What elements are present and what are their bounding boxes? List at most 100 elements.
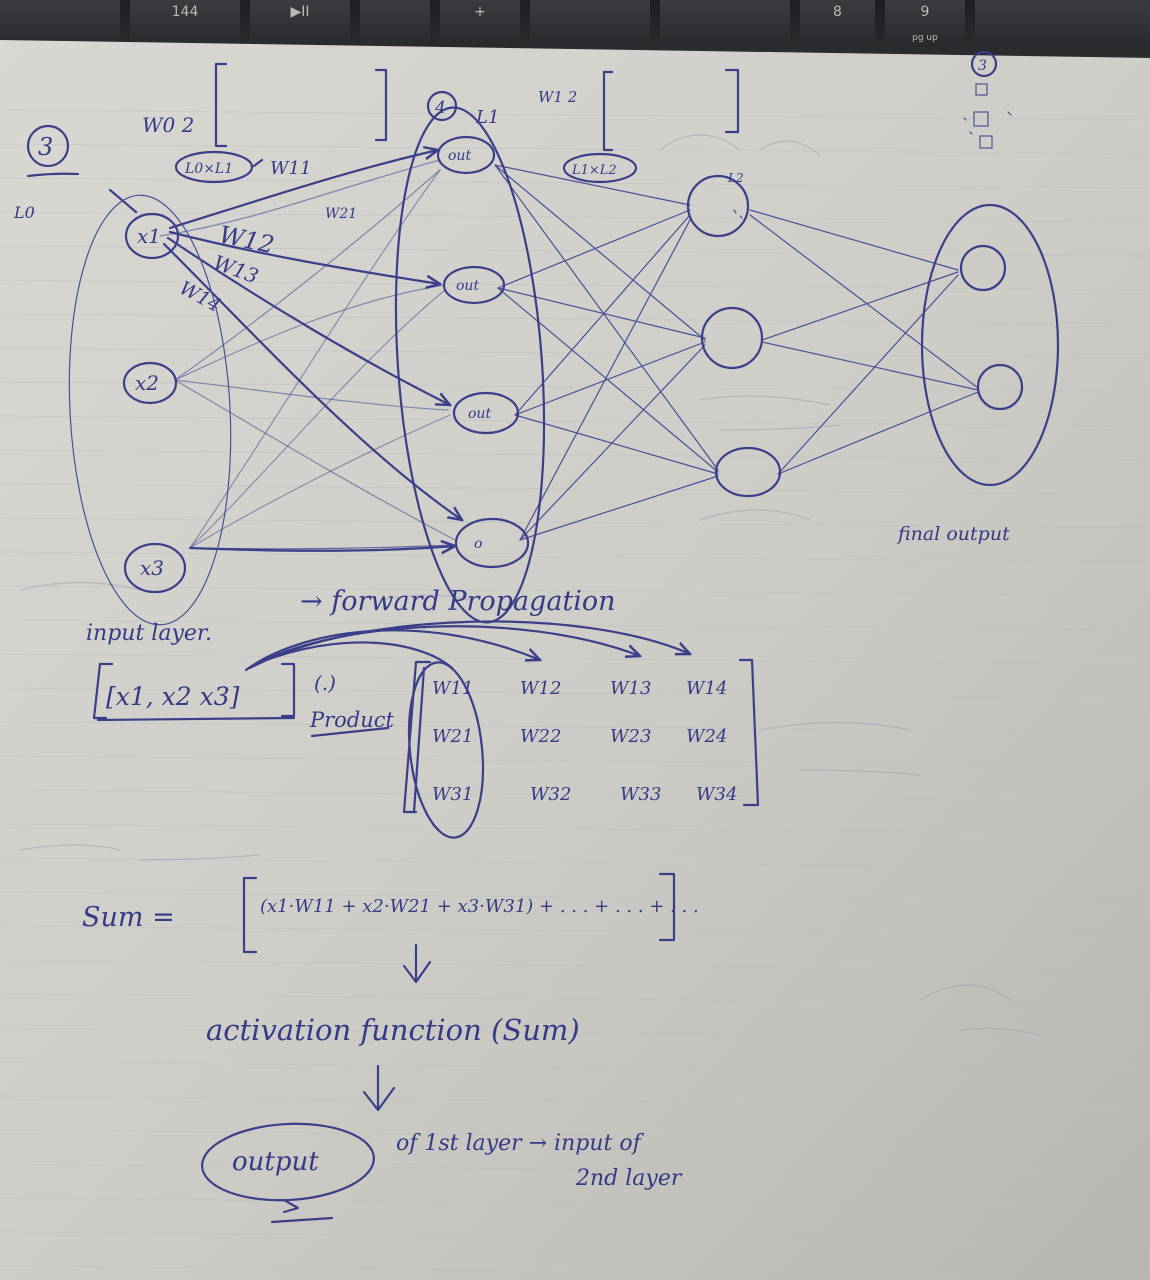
w12-right-bracket — [724, 68, 740, 134]
hidden-neuron — [454, 517, 530, 569]
w0-matrix-label: W0 2 — [142, 113, 194, 137]
hidden-layer-2 — [686, 174, 782, 498]
weight-cell: W14 — [686, 678, 727, 699]
weight-cell: W34 — [696, 784, 737, 805]
corner-number: 3 — [38, 133, 53, 161]
first-column-ellipse — [407, 661, 485, 839]
keyboard-key: ▶II — [250, 0, 350, 44]
l1-label: L1 — [475, 107, 499, 128]
input-layer: x1 x2 x3 input layer. — [68, 194, 232, 646]
hidden-neuron-label: out — [448, 148, 471, 164]
output-text-line1: of 1st layer → input of — [396, 1131, 645, 1156]
weight-cell: W33 — [620, 784, 661, 805]
top-right-circle — [970, 50, 998, 78]
sum-left-bracket — [242, 876, 258, 954]
mini-node — [973, 111, 989, 127]
input-neuron-label: x1 — [137, 224, 161, 248]
w11-label: W11 — [270, 158, 311, 179]
layer-label-l0: L0 — [13, 203, 35, 222]
output-statement: output of 1st layer → input of 2nd layer — [200, 1122, 683, 1224]
keyboard-key — [0, 0, 120, 44]
sum-expression: (x1·W11 + x2·W21 + x3·W31) + . . . + . .… — [260, 896, 699, 917]
w0-right-bracket — [374, 68, 388, 142]
key-label: pg up — [912, 33, 938, 43]
weight-cell: W12 — [520, 678, 561, 699]
keyboard-key — [660, 0, 790, 44]
w12-dims-ellipse — [562, 152, 638, 184]
keyboard-key: + — [440, 0, 520, 44]
dot-underline — [310, 726, 390, 738]
sum-formula: Sum = (x1·W11 + x2·W21 + x3·W31) + . . .… — [82, 872, 699, 1112]
w0-dims-ellipse — [174, 150, 254, 184]
input-neuron — [123, 542, 187, 594]
keyboard-key: 144 — [130, 0, 240, 44]
keyboard-key: 8 — [800, 0, 875, 44]
ruled-lines — [0, 109, 1150, 1277]
faint-connections — [159, 159, 979, 550]
key-label: 144 — [171, 4, 199, 20]
hidden-neuron-label: o — [474, 536, 482, 552]
x-to-w11-arrow — [254, 641, 454, 670]
input-neuron — [122, 361, 178, 405]
hidden-neuron-label: out — [468, 406, 491, 422]
hidden-neuron — [442, 265, 506, 305]
corner-underline — [26, 172, 80, 178]
output-underline — [270, 1198, 334, 1224]
w21-label: W21 — [325, 206, 357, 222]
output-layer: final output — [896, 203, 1060, 545]
x3-to-row-arrow — [252, 620, 690, 668]
output-neuron — [959, 244, 1007, 292]
keyboard-key — [530, 0, 650, 44]
hidden-neuron — [452, 391, 520, 435]
output-text-line2: 2nd layer — [575, 1166, 683, 1191]
w12-left-bracket — [602, 70, 614, 152]
forward-propagation-caption: → forward Propagation — [300, 586, 616, 617]
input-neuron — [124, 212, 180, 260]
scribble-dots — [733, 209, 743, 219]
w12-dims: L1×L2 — [571, 163, 617, 178]
key-label: 9 — [920, 4, 930, 20]
key-label: + — [474, 4, 486, 20]
key-label: ▶II — [290, 4, 310, 20]
weight-cell: W11 — [432, 678, 473, 699]
dot-symbol: (.) — [314, 671, 336, 695]
layer2-neuron — [714, 446, 782, 498]
layer2-neuron — [686, 174, 750, 238]
x1-edges — [108, 150, 462, 551]
w0-left-bracket — [214, 62, 228, 148]
keyboard-key — [360, 0, 430, 44]
down-arrow — [362, 1064, 396, 1112]
weight-cell: W24 — [686, 726, 727, 747]
input-neuron-label: x3 — [140, 556, 164, 580]
top-right-number: 3 — [978, 58, 987, 74]
keyboard-key — [975, 0, 1150, 44]
tick-mark — [252, 158, 264, 168]
input-neuron-label: x2 — [135, 371, 159, 395]
weight-cell: W31 — [432, 784, 473, 805]
mini-dots — [963, 111, 1012, 135]
input-vector: [x1, x2 x3] — [106, 682, 240, 711]
vector-underline — [96, 716, 296, 722]
output-word: output — [232, 1147, 319, 1177]
vector-left-bracket — [92, 662, 114, 720]
hidden-neuron-label: out — [456, 278, 479, 294]
sum-right-bracket — [658, 872, 676, 942]
key-label: 8 — [833, 4, 842, 20]
w12-matrix-label: W1 2 — [538, 88, 577, 106]
sum-label: Sum = — [82, 902, 175, 933]
weight-cell: W22 — [520, 726, 561, 747]
mini-node — [979, 135, 993, 149]
mini-node — [975, 83, 988, 96]
input-layer-caption: input layer. — [86, 621, 212, 646]
weight-cell: W32 — [530, 784, 571, 805]
input-layer-group-ellipse — [68, 194, 232, 626]
output-layer-group-ellipse — [920, 203, 1060, 487]
layer4-number: 4 — [434, 98, 446, 118]
final-output-caption: final output — [896, 523, 1010, 545]
top-annotations: 3 L0 W0 2 L0×L1 W11 4 L1 W1 2 L1×L2 L2 3 — [13, 50, 1012, 222]
output-neuron — [976, 363, 1024, 411]
layer2-neuron — [700, 306, 764, 370]
output-ellipse — [200, 1122, 376, 1202]
